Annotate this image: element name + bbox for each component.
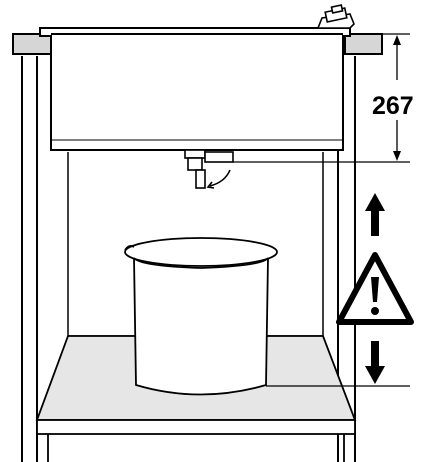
dimension-arrow-top bbox=[393, 35, 401, 45]
warning-triangle-icon bbox=[336, 252, 414, 325]
control-knob bbox=[316, 4, 355, 29]
collection-container bbox=[124, 237, 278, 396]
dimension-arrow-bottom bbox=[393, 151, 401, 161]
arrow-up-icon bbox=[365, 193, 385, 236]
dimension-label: 267 bbox=[372, 92, 414, 120]
appliance-body bbox=[39, 27, 351, 151]
arrow-down-icon bbox=[365, 341, 385, 384]
dimension-lines bbox=[233, 33, 410, 163]
drain-valve bbox=[184, 149, 234, 189]
